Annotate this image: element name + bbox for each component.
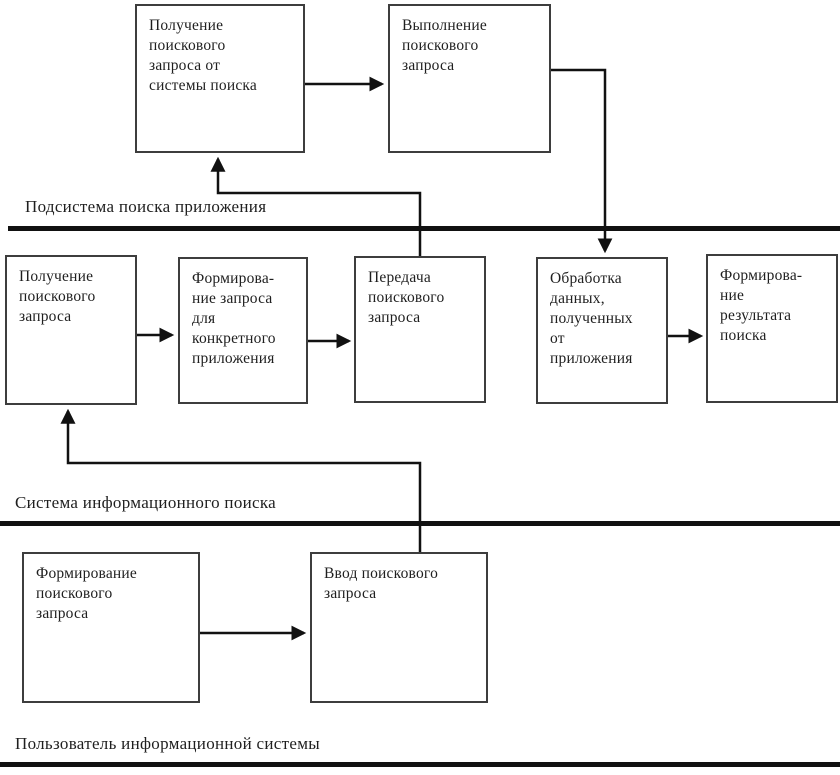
section-divider-search-system <box>0 521 840 526</box>
box-user-form-query-label: Формирование поискового запроса <box>36 565 137 622</box>
box-user-input-query-label: Ввод поискового запроса <box>324 565 439 602</box>
box-app-receive-query: Получение поискового запроса от системы … <box>135 4 305 153</box>
box-sys-receive-query: Получение поискового запроса <box>5 255 137 405</box>
box-sys-transfer-query-label: Передача поискового запроса <box>368 269 445 326</box>
box-sys-form-query: Формирова- ние запроса для конкретного п… <box>178 257 308 404</box>
section-divider-user <box>0 762 840 767</box>
arrow-user-input-to-sys-receive <box>60 408 422 552</box>
box-sys-receive-query-label: Получение поискового запроса <box>19 268 96 325</box>
section-label-app-subsystem: Подсистема поиска приложения <box>25 197 267 216</box>
box-app-receive-query-label: Получение поискового запроса от системы … <box>149 17 258 94</box>
box-app-execute-query-label: Выполнение поискового запроса <box>402 17 487 74</box>
box-sys-form-result-label: Формирова- ние результата поиска <box>720 267 803 344</box>
section-label-user: Пользователь информационной системы <box>15 734 320 753</box>
box-sys-transfer-query: Передача поискового запроса <box>354 256 486 403</box>
box-user-input-query: Ввод поискового запроса <box>310 552 488 703</box>
box-user-form-query: Формирование поискового запроса <box>22 552 200 703</box>
section-divider-app-subsystem <box>8 226 840 231</box>
box-sys-form-result: Формирова- ние результата поиска <box>706 254 838 403</box>
box-app-execute-query: Выполнение поискового запроса <box>388 4 551 153</box>
arrow-app-execute-to-sys-process <box>551 68 613 254</box>
box-sys-process-data: Обработка данных, полученных от приложен… <box>536 257 668 404</box>
box-sys-process-data-label: Обработка данных, полученных от приложен… <box>550 270 633 367</box>
section-label-search-system: Система информационного поиска <box>15 493 277 512</box>
box-sys-form-query-label: Формирова- ние запроса для конкретного п… <box>192 270 276 367</box>
